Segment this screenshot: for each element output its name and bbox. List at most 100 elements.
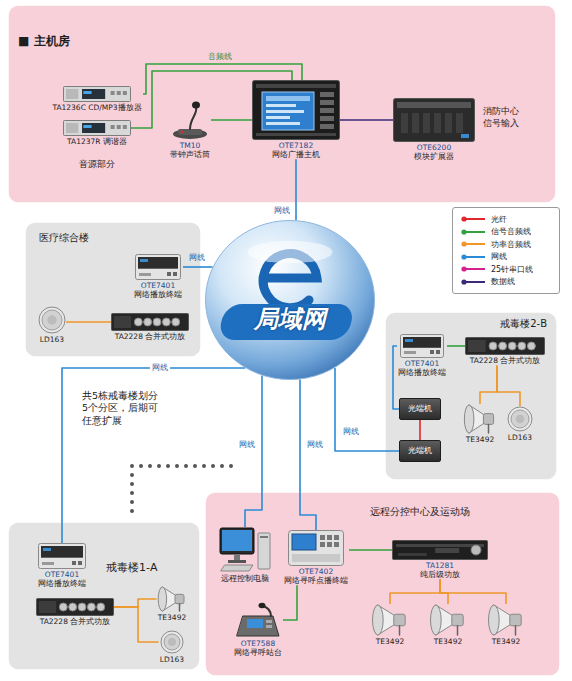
device-icon (252, 80, 340, 140)
icon-part (508, 342, 516, 350)
icon-part (258, 533, 270, 569)
connector (66, 321, 111, 323)
device-icon (392, 540, 488, 560)
legend-line (464, 231, 485, 233)
icon-part (320, 92, 334, 97)
legend-swatch (461, 228, 487, 236)
icon-part (489, 605, 500, 635)
device-label: OTE7182 (279, 142, 313, 151)
device-label: OTE7588 (241, 640, 275, 649)
icon-part (162, 318, 170, 326)
icon-part (266, 104, 296, 107)
icon-part (41, 546, 83, 558)
icon-part (289, 531, 344, 566)
device-label: OTE7401 (405, 360, 439, 369)
icon-part (117, 91, 121, 95)
icon-part (489, 342, 497, 350)
note-wrap: 共5栋戒毒楼划分 5个分区，后期可 任意扩展 (82, 390, 174, 427)
device-node: TA1281纯后级功放 (392, 540, 488, 579)
connector (390, 579, 440, 604)
icon-part (192, 102, 200, 109)
icon-part (222, 530, 252, 551)
legend-swatch (461, 253, 487, 261)
device-icon (38, 543, 86, 569)
dotted-extension (132, 464, 240, 468)
connector (211, 119, 252, 121)
device-node: TA2228 合并式功放 (465, 337, 545, 366)
legend-line (464, 281, 485, 283)
legend-swatch (461, 265, 487, 273)
icon-part (401, 113, 408, 133)
icon-part (515, 626, 517, 635)
device-node: OTE7182网络广播主机 (252, 80, 340, 159)
icon-part (464, 405, 474, 433)
icon-part (59, 603, 67, 611)
edge-label: 网线 (189, 253, 205, 262)
device-icon (111, 313, 189, 331)
icon-part (114, 316, 131, 328)
icon-part (173, 272, 177, 276)
connector (447, 345, 465, 347)
icon-part (117, 125, 121, 129)
icon-part (394, 99, 475, 142)
device-node: TA2228 合并式功放 (36, 598, 114, 627)
device-icon (288, 530, 344, 566)
icon-part (373, 605, 384, 635)
edge-label: 网线 (307, 440, 323, 449)
device-icon (235, 602, 281, 638)
device-label: TA1236C CD/MP3播放器 (52, 104, 141, 113)
icon-part (82, 123, 105, 133)
legend-line (464, 218, 485, 220)
icon-part (136, 255, 181, 280)
icon-part (175, 594, 184, 603)
icon-part (412, 113, 419, 133)
device-icon (465, 337, 545, 355)
note-label: 共5栋戒毒楼划分 5个分区，后期可 任意扩展 (82, 390, 174, 427)
icon-part (234, 554, 240, 560)
legend-row: 功率音频线 (453, 238, 559, 251)
icon-part (403, 337, 441, 348)
legend-row: 数据线 (453, 276, 559, 289)
legend-dot (461, 267, 466, 272)
legend-text: 信号音频线 (491, 227, 531, 236)
legend-swatch (461, 215, 487, 223)
icon-part (97, 603, 105, 611)
region-panel (205, 492, 560, 676)
legend-text: 25针串口线 (491, 265, 533, 274)
legend-dot (461, 217, 466, 222)
icon-part (69, 603, 77, 611)
device-icon (219, 527, 271, 573)
connector (440, 579, 506, 604)
legend-text: 网线 (491, 252, 507, 261)
connector (295, 159, 297, 220)
icon-part (237, 616, 279, 636)
legend-row: 信号音频线 (453, 226, 559, 239)
icon-part (397, 102, 471, 108)
icon-part (83, 91, 91, 94)
device-node: OTE6200模块扩展器 (393, 98, 475, 161)
edge-label-wrap: 网线 (239, 440, 255, 449)
device-label: TA1237R 调谐器 (67, 138, 127, 147)
icon-part (111, 91, 115, 95)
icon-part (262, 92, 314, 130)
connector (480, 366, 497, 404)
icon-part (396, 544, 484, 547)
edge-label-wrap: 网线 (343, 427, 359, 436)
icon-part (511, 410, 529, 428)
region-heading: ■ 主机房 (18, 35, 70, 49)
icon-part (327, 542, 332, 547)
legend-dot (461, 254, 466, 259)
device-icon (170, 100, 210, 140)
device-node: 光端机 (399, 440, 441, 462)
icon-part (123, 91, 127, 95)
icon-part (466, 338, 545, 355)
device-label: 纯后级功放 (420, 571, 460, 580)
device-label: TA2228 合并式功放 (115, 333, 186, 342)
icon-part (452, 614, 463, 626)
connector (114, 607, 159, 642)
icon-part (247, 619, 263, 628)
icon-part (435, 548, 459, 553)
device-icon (63, 86, 131, 102)
device-icon (135, 254, 181, 280)
device-icon (487, 604, 525, 636)
